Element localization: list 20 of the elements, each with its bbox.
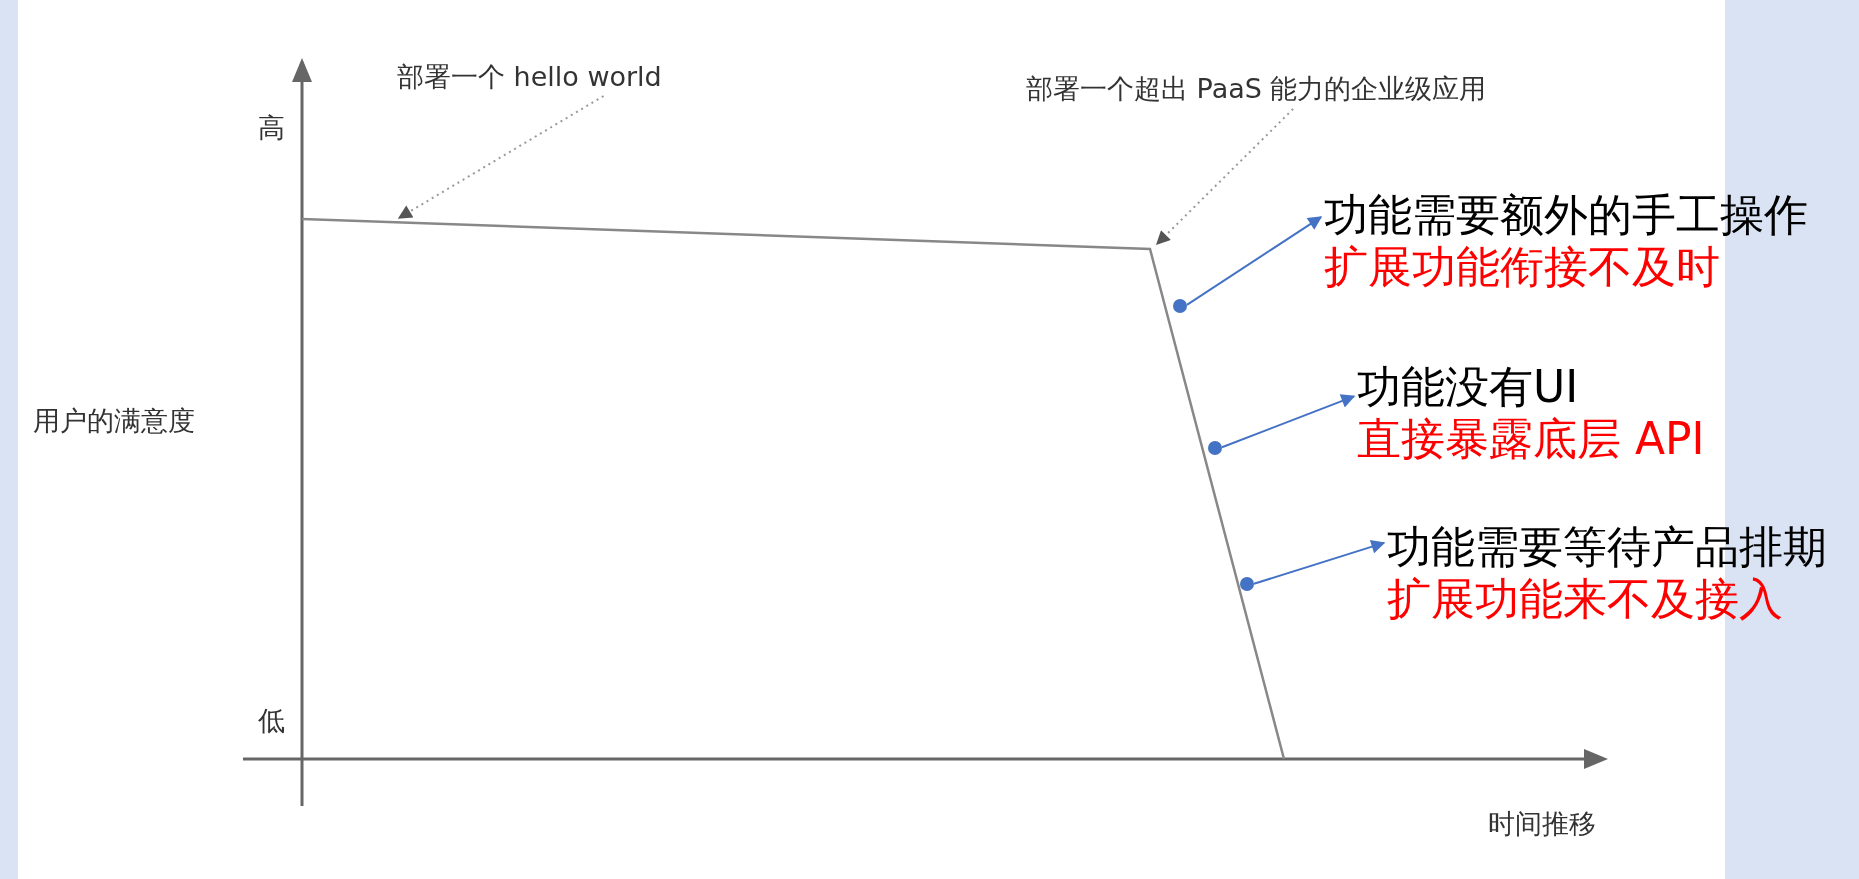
axis-label: 高 — [258, 111, 285, 145]
axis-label: 低 — [258, 704, 285, 738]
arrow — [1220, 394, 1356, 449]
annotation-text: 部署一个超出 PaaS 能力的企业级应用 — [1026, 72, 1487, 106]
point-marker — [1208, 441, 1222, 455]
callout-text: 功能没有UI — [1357, 361, 1580, 413]
axis-label: 时间推移 — [1488, 807, 1596, 841]
point-marker — [1240, 577, 1254, 591]
arrow — [1253, 539, 1386, 585]
point-marker — [1173, 299, 1187, 313]
annotation-text: 部署一个 hello world — [397, 60, 662, 94]
callout-text: 功能需要等待产品排期 — [1387, 521, 1827, 573]
axis-label: 用户的满意度 — [33, 404, 195, 438]
leader-line — [397, 95, 605, 219]
callout-text: 扩展功能来不及接入 — [1387, 573, 1784, 625]
leader-line — [1156, 108, 1295, 245]
callout-text: 功能需要额外的手工操作 — [1324, 189, 1808, 241]
callout-text: 直接暴露底层 API — [1357, 413, 1705, 465]
callout-text: 扩展功能衔接不及时 — [1324, 241, 1721, 293]
arrow — [1185, 216, 1323, 306]
